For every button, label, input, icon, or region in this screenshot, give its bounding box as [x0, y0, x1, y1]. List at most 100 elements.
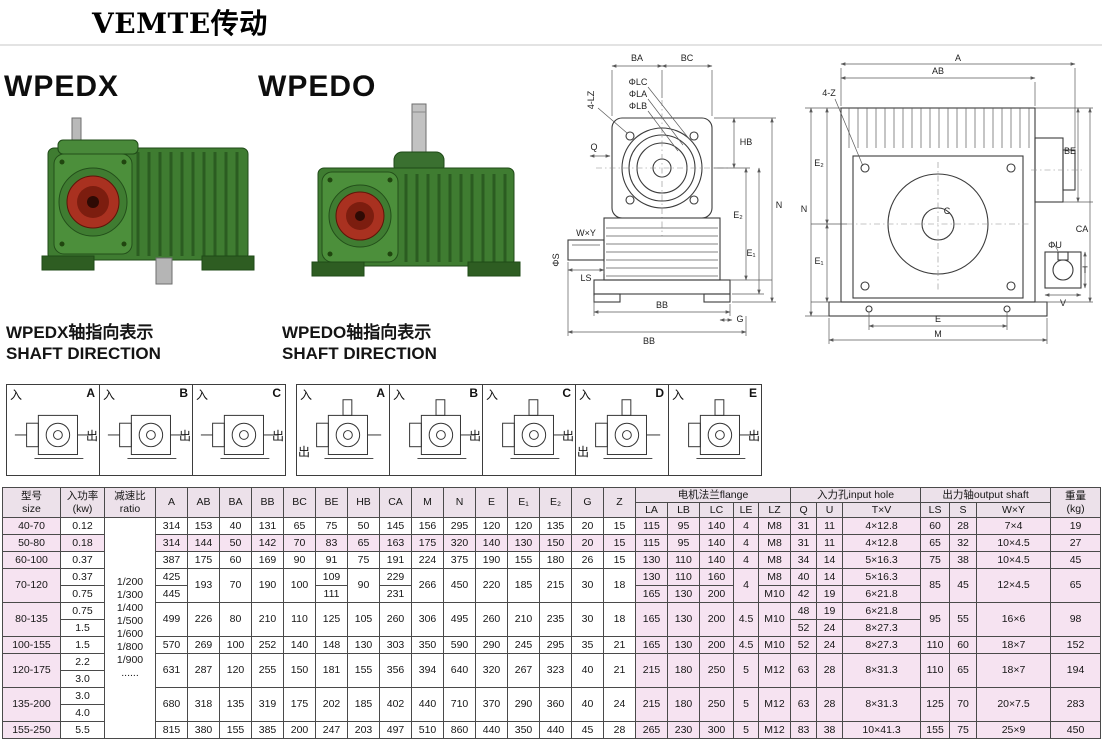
spec-cell: 19: [816, 585, 844, 603]
dimension-label: A: [955, 53, 961, 63]
spec-cell: 0.12: [60, 517, 105, 535]
spec-cell: 14: [816, 551, 844, 569]
spec-cell: 5: [733, 721, 759, 739]
spec-header-cell: G: [571, 487, 604, 518]
spec-cell: 6×21.8: [842, 585, 922, 603]
spec-cell: 295: [539, 636, 572, 654]
spec-cell: 21: [603, 636, 636, 654]
shaft-direction-glyph: [595, 399, 661, 459]
spec-cell: 130: [667, 602, 700, 637]
dimension-label: BA: [631, 53, 643, 63]
spec-cell: 247: [315, 721, 348, 739]
model-heading-wpedx: WPEDX: [4, 70, 120, 103]
spec-header-cell: 电机法兰flange: [634, 487, 792, 503]
spec-cell: 28: [949, 517, 978, 535]
spec-header-cell: E₁: [507, 487, 540, 518]
spec-cell: 155-250: [2, 721, 61, 739]
foot: [311, 261, 365, 277]
variant-letter: D: [655, 386, 664, 400]
spec-cell: 570: [155, 636, 188, 654]
output-direction-label: 出: [468, 429, 481, 443]
spec-cell: 140: [283, 636, 316, 654]
spec-cell: 65: [347, 534, 380, 552]
spec-cell: M8: [757, 517, 792, 535]
foot: [201, 255, 255, 271]
spec-header-cell: T×V: [842, 502, 922, 518]
spec-cell: 155: [920, 721, 951, 739]
spec-cell: 155: [347, 653, 380, 688]
spec-cell: 28: [603, 721, 636, 739]
spec-cell: 303: [379, 636, 412, 654]
spec-cell: 680: [155, 687, 188, 722]
spec-header-cell: LZ: [757, 502, 792, 518]
spec-header-cell: E₂: [539, 487, 572, 518]
output-direction-label: 出: [271, 429, 284, 443]
spec-cell: 40: [219, 517, 252, 535]
spec-cell: 50-80: [2, 534, 61, 552]
spec-cell: 130: [507, 534, 540, 552]
spec-cell: 50: [219, 534, 252, 552]
spec-cell: 5: [733, 687, 759, 722]
spec-cell: 60: [949, 636, 978, 654]
spec-header-cell: LE: [733, 502, 759, 518]
spec-cell: 255: [251, 653, 284, 688]
spec-cell: 130: [635, 568, 668, 586]
spec-cell: 63: [790, 653, 818, 688]
spec-cell: 52: [790, 619, 818, 637]
variant-letter: A: [376, 386, 385, 400]
spec-cell: 115: [635, 534, 668, 552]
spec-cell: 0.37: [60, 551, 105, 569]
spec-cell: 19: [816, 602, 844, 620]
spec-cell: 100-155: [2, 636, 61, 654]
spec-cell: 318: [187, 687, 220, 722]
spec-cell: 250: [699, 653, 734, 688]
dimension-label: ΦS: [551, 253, 561, 266]
spec-cell: 499: [155, 602, 188, 637]
spec-cell: 375: [443, 551, 476, 569]
spec-cell: 135-200: [2, 687, 61, 722]
spec-cell: 5.5: [60, 721, 105, 739]
spec-cell: 450: [443, 568, 476, 603]
dimension-label: W×Y: [576, 228, 596, 238]
cooling-fins: [136, 152, 239, 256]
spec-cell: 145: [379, 517, 412, 535]
spec-cell: 120: [219, 653, 252, 688]
spec-cell: 19: [1050, 517, 1102, 535]
output-direction-label: 出: [178, 429, 191, 443]
spec-cell: 16×6: [976, 602, 1052, 637]
variant-letter: B: [469, 386, 478, 400]
spec-cell: 90: [347, 568, 380, 603]
spec-cell: 31: [790, 517, 818, 535]
dimension-label: BC: [681, 53, 694, 63]
spec-cell: 100: [219, 636, 252, 654]
spec-cell: 155: [219, 721, 252, 739]
spec-cell: 24: [603, 687, 636, 722]
spec-cell: 165: [635, 636, 668, 654]
spec-cell: 360: [539, 687, 572, 722]
spec-cell: 31: [790, 534, 818, 552]
spec-cell: 156: [411, 517, 444, 535]
shaft-direction-glyph: [14, 414, 92, 459]
spec-cell: 120-175: [2, 653, 61, 688]
spec-cell: 0.18: [60, 534, 105, 552]
dimension-label: N: [776, 200, 783, 210]
table-row: 3.0: [3, 670, 1101, 688]
spec-cell: 110: [667, 568, 700, 586]
shaft-direction-glyph: [200, 414, 278, 459]
spec-cell: 165: [635, 585, 668, 603]
dimension-label: AB: [932, 66, 944, 76]
spec-header-cell: LC: [699, 502, 734, 518]
spec-cell: 65: [920, 534, 951, 552]
spec-cell: 0.75: [60, 585, 105, 603]
spec-cell: 4.0: [60, 704, 105, 722]
spec-cell: 7×4: [976, 517, 1052, 535]
spec-header-cell: LS: [920, 502, 951, 518]
